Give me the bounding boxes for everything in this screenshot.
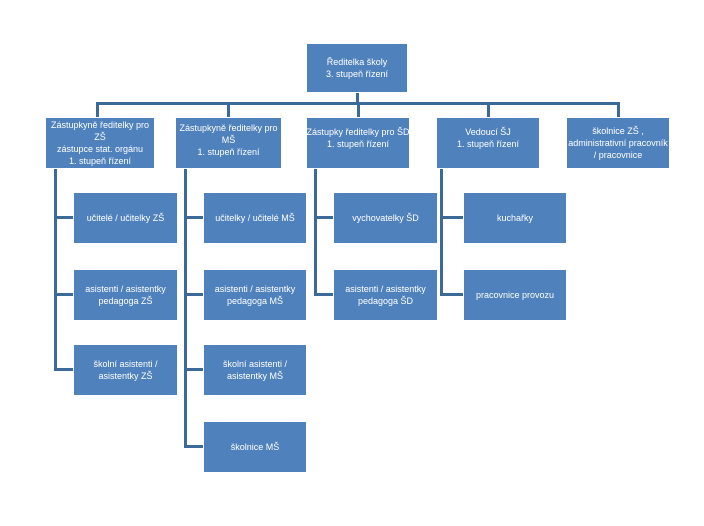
connector-to-head-admin bbox=[617, 102, 620, 117]
connector-sd-1 bbox=[314, 216, 334, 219]
connector-ms-1 bbox=[184, 216, 204, 219]
head-box-ms-deputy: Zástupkyně ředitelky pro MŠ 1. stupeň ří… bbox=[175, 117, 282, 169]
connector-sd-2 bbox=[314, 293, 334, 296]
head-ms-level: 1. stupeň řízení bbox=[197, 147, 260, 157]
head-box-sj-manager: Vedoucí ŠJ 1. stupeň řízení bbox=[436, 117, 540, 169]
ms-staff-box-school-assistants: školní asistenti / asistentky MŠ bbox=[203, 344, 307, 396]
root-level: 3. stupeň řízení bbox=[325, 69, 389, 79]
connector-zs-3 bbox=[54, 368, 74, 371]
sj-staff-box-cooks: kuchařky bbox=[463, 192, 567, 244]
zs-staff-label: školní asistenti / asistentky ZŠ bbox=[93, 359, 158, 381]
connector-to-head-zs bbox=[96, 102, 99, 117]
head-box-sd-deputy: Zástupky ředitelky pro ŠD 1. stupeň říze… bbox=[306, 117, 410, 169]
head-zs-line2: zástupce stat. orgánu bbox=[56, 144, 144, 154]
zs-staff-box-assistants: asistenti / asistentky pedagoga ZŠ bbox=[73, 269, 178, 321]
connector-zs-vertical bbox=[54, 168, 57, 371]
sj-staff-label: pracovnice provozu bbox=[475, 290, 555, 300]
connector-ms-4 bbox=[184, 445, 204, 448]
sj-staff-box-operations: pracovnice provozu bbox=[463, 269, 567, 321]
ms-staff-label: asistenti / asistentky pedagoga MŠ bbox=[214, 284, 296, 306]
sj-staff-label: kuchařky bbox=[496, 213, 533, 223]
head-zs-level: 1. stupeň řízení bbox=[68, 156, 132, 166]
zs-staff-label: učitelé / učitelky ZŠ bbox=[86, 213, 165, 223]
connector-to-head-ms bbox=[227, 102, 230, 117]
ms-staff-label: školní asistenti / asistentky MŠ bbox=[222, 359, 288, 381]
connector-to-head-sj bbox=[487, 102, 490, 117]
zs-staff-box-teachers: učitelé / učitelky ZŠ bbox=[73, 192, 178, 244]
head-admin-line3: / pracovnice bbox=[593, 150, 643, 160]
head-sj-title: Vedoucí ŠJ bbox=[465, 127, 511, 137]
head-sj-level: 1. stupeň řízení bbox=[456, 139, 520, 149]
ms-staff-box-caretaker: školnice MŠ bbox=[203, 421, 307, 473]
ms-staff-box-assistants: asistenti / asistentky pedagoga MŠ bbox=[203, 269, 307, 321]
zs-staff-label: asistenti / asistentky pedagoga ZŠ bbox=[85, 284, 166, 306]
connector-sj-vertical bbox=[440, 168, 443, 296]
head-sd-level: 1. stupeň řízení bbox=[326, 139, 390, 149]
root-box-director: Ředitelka školy 3. stupeň řízení bbox=[306, 43, 408, 93]
head-ms-title: Zástupkyně ředitelky pro MŠ bbox=[179, 123, 278, 145]
connector-sj-1 bbox=[440, 216, 464, 219]
connector-sd-vertical bbox=[314, 168, 317, 296]
connector-root-down bbox=[356, 92, 359, 104]
connector-zs-1 bbox=[54, 216, 74, 219]
head-admin-line2: administrativní pracovník bbox=[568, 138, 668, 148]
head-zs-title: Zástupkyně ředitelky pro ZŠ bbox=[50, 120, 150, 142]
head-sd-title: Zástupky ředitelky pro ŠD bbox=[306, 127, 410, 137]
sd-staff-box-educators: vychovatelky ŠD bbox=[333, 192, 438, 244]
connector-ms-vertical bbox=[184, 168, 187, 448]
head-box-admin-staff: školnice ZŠ , administrativní pracovník … bbox=[566, 117, 670, 169]
head-admin-line1: školnice ZŠ , bbox=[592, 126, 644, 136]
head-box-zs-deputy: Zástupkyně ředitelky pro ZŠ zástupce sta… bbox=[45, 117, 155, 169]
ms-staff-label: učitelky / učitelé MŠ bbox=[215, 213, 295, 223]
connector-zs-2 bbox=[54, 293, 74, 296]
sd-staff-label: vychovatelky ŠD bbox=[352, 213, 419, 223]
zs-staff-box-school-assistants: školní asistenti / asistentky ZŠ bbox=[73, 344, 178, 396]
ms-staff-label: školnice MŠ bbox=[230, 442, 280, 452]
connector-ms-3 bbox=[184, 368, 204, 371]
sd-staff-label: asistenti / asistentky pedagoga ŠD bbox=[345, 284, 426, 306]
ms-staff-box-teachers: učitelky / učitelé MŠ bbox=[203, 192, 307, 244]
root-title: Ředitelka školy bbox=[326, 57, 388, 67]
connector-ms-2 bbox=[184, 293, 204, 296]
connector-to-head-sd bbox=[357, 102, 360, 117]
sd-staff-box-assistants: asistenti / asistentky pedagoga ŠD bbox=[333, 269, 438, 321]
connector-sj-2 bbox=[440, 293, 464, 296]
